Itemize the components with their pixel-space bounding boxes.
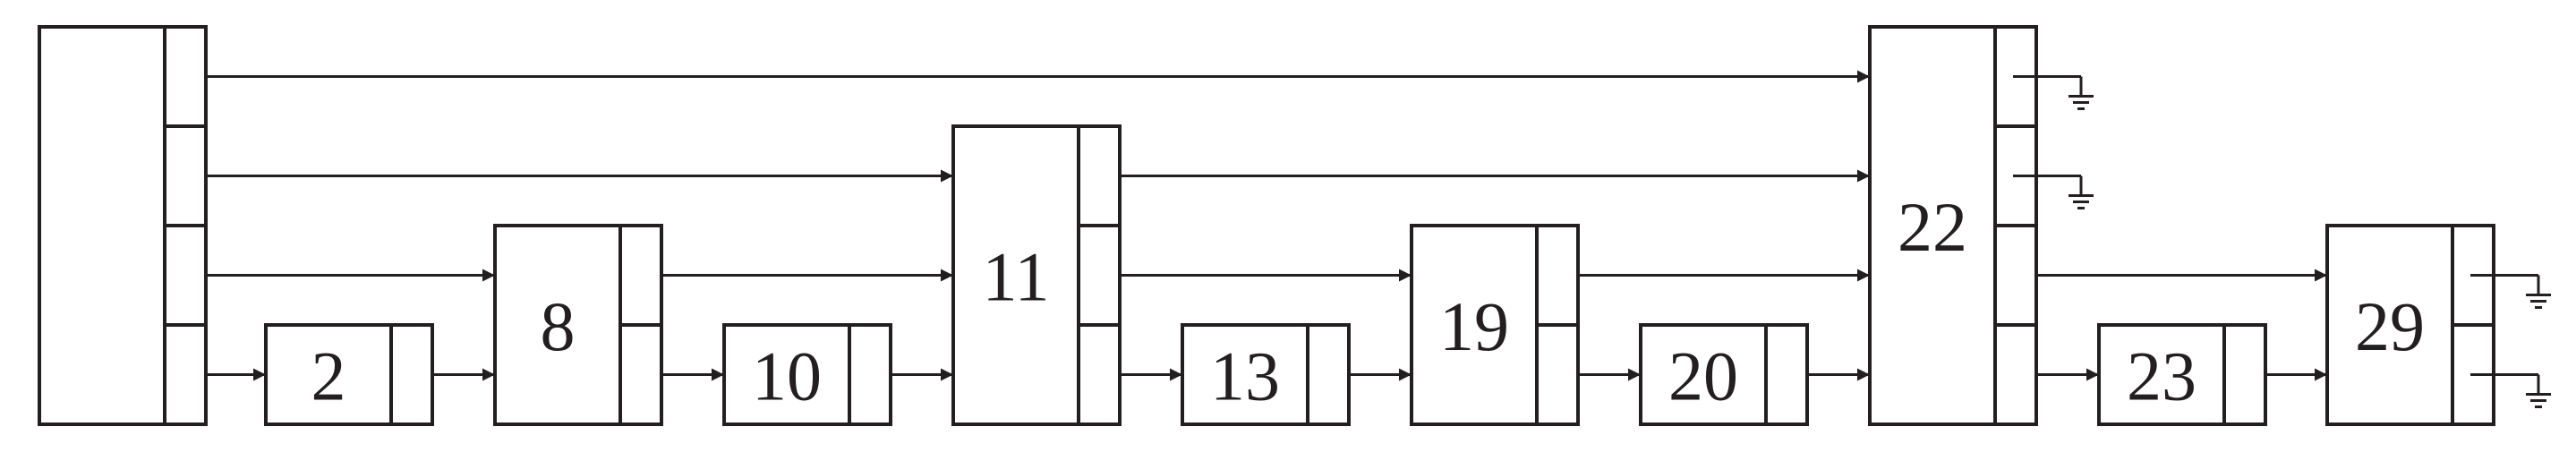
node-box bbox=[264, 323, 434, 426]
node-box bbox=[722, 323, 892, 426]
header-node bbox=[38, 25, 208, 426]
node-key-label: 8 bbox=[541, 287, 576, 365]
skip-node-19: 19 bbox=[1410, 224, 1580, 426]
node-box bbox=[2097, 323, 2267, 426]
node-key-label: 13 bbox=[1210, 337, 1280, 415]
node-box bbox=[951, 124, 1122, 426]
node-key-label: 2 bbox=[311, 337, 346, 415]
null-ground-icon bbox=[2013, 75, 2094, 110]
node-key-label: 20 bbox=[1668, 337, 1738, 415]
skip-node-22: 22 bbox=[1868, 25, 2038, 426]
node-key-label: 19 bbox=[1439, 287, 1509, 365]
node-key-label: 23 bbox=[2127, 337, 2196, 415]
skip-node-20: 20 bbox=[1639, 323, 1809, 426]
node-key-label: 29 bbox=[2355, 287, 2425, 365]
node-box bbox=[1181, 323, 1351, 426]
null-ground-icon bbox=[2470, 274, 2551, 309]
skip-node-29: 29 bbox=[2325, 224, 2495, 426]
node-box bbox=[1639, 323, 1809, 426]
null-ground-icon bbox=[2470, 373, 2551, 408]
skip-node-11: 11 bbox=[951, 124, 1122, 426]
skip-node-10: 10 bbox=[722, 323, 892, 426]
node-key-label: 22 bbox=[1898, 188, 1967, 266]
skip-node-13: 13 bbox=[1181, 323, 1351, 426]
skip-node-23: 23 bbox=[2097, 323, 2267, 426]
null-ground-icon bbox=[2013, 175, 2094, 209]
node-key-label: 10 bbox=[752, 337, 822, 415]
node-key-label: 11 bbox=[982, 238, 1049, 316]
skip-node-8: 8 bbox=[493, 224, 663, 426]
skip-node-2: 2 bbox=[264, 323, 434, 426]
